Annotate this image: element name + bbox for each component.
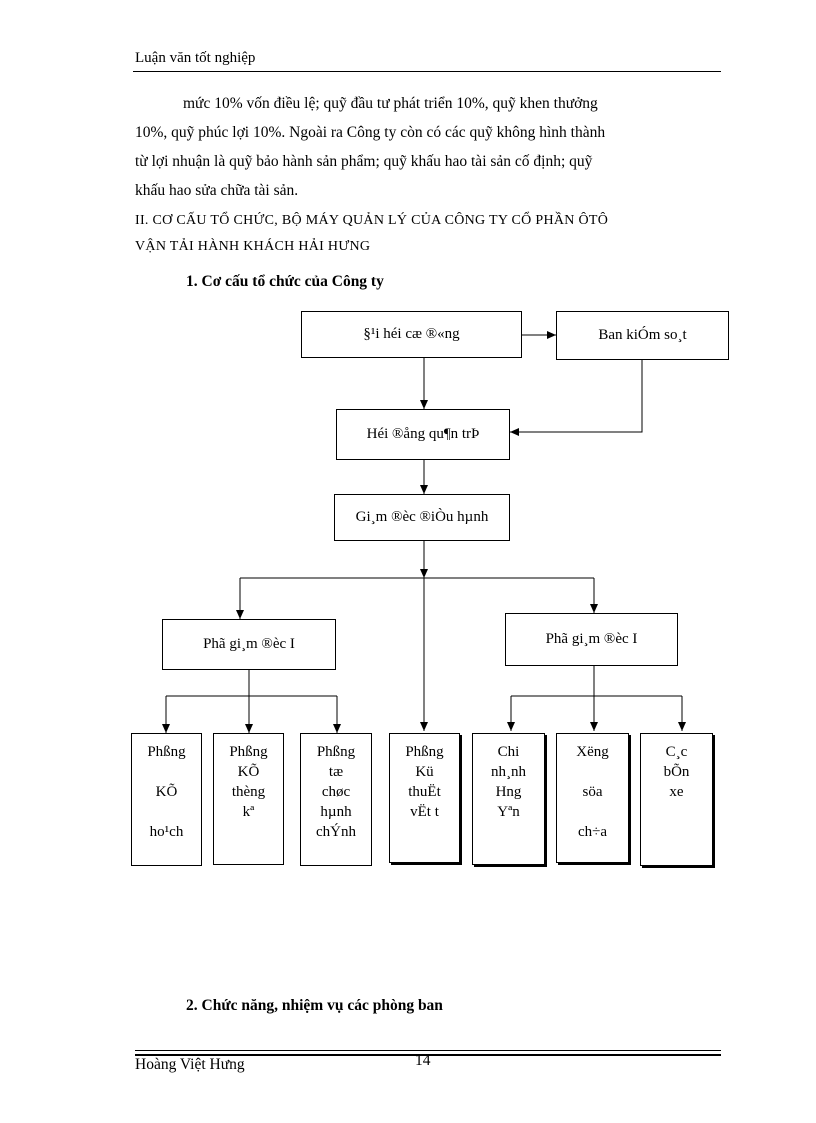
subheading-functions: 2. Chức năng, nhiệm vụ các phòng ban xyxy=(186,997,443,1014)
box-dept-accounting: Phßng KÕ thèng kª xyxy=(213,733,284,865)
box-dept-admin: Phßng tæ chøc hµnh chÝnh xyxy=(300,733,372,866)
box-repair-shop: Xëng söa ch÷a xyxy=(556,733,629,863)
box-audit-board: Ban kiÓm so¸t xyxy=(556,311,729,360)
box-dept-planning: Phßng KÕ ho¹ch xyxy=(131,733,202,866)
box-management-board: Héi ®ång qu¶n trÞ xyxy=(336,409,510,460)
section-heading-line: II. CƠ CẤU TỔ CHỨC, BỘ MÁY QUẢN LÝ CỦA C… xyxy=(135,213,609,228)
header-rule xyxy=(133,71,721,72)
paragraph-line: mức 10% vốn điều lệ; quỹ đầu tư phát tri… xyxy=(183,95,598,112)
footer-rule xyxy=(135,1050,721,1051)
box-deputy-director-left: Phã gi¸m ®èc I xyxy=(162,619,336,670)
page-number: 14 xyxy=(415,1052,431,1069)
paragraph-line: từ lợi nhuận là quỹ bảo hành sản phẩm; q… xyxy=(135,153,593,170)
arrow-audit-to-board xyxy=(510,360,643,436)
running-header-title: Luận văn tốt nghiệp xyxy=(135,50,256,66)
footer-rule-thick xyxy=(135,1054,721,1056)
box-dept-technical: Phßng Kü thuËt vËt t xyxy=(389,733,460,863)
box-bus-stations: C¸c bÕn xe xyxy=(640,733,713,866)
footer-author: Hoàng Việt Hưng xyxy=(135,1056,245,1073)
section-heading-line: VẬN TẢI HÀNH KHÁCH HẢI HƯNG xyxy=(135,239,371,254)
box-deputy-director-right: Phã gi¸m ®èc I xyxy=(505,613,678,666)
paragraph-line: khấu hao sửa chữa tài sản. xyxy=(135,182,299,199)
box-branch-hung-yen: Chi nh¸nh Hng Yªn xyxy=(472,733,545,865)
subheading-org-structure: 1. Cơ cấu tổ chức của Công ty xyxy=(186,273,384,290)
box-general-director: Gi¸m ®èc ®iÒu hµnh xyxy=(334,494,510,541)
paragraph-line: 10%, quỹ phúc lợi 10%. Ngoài ra Công ty … xyxy=(135,124,606,141)
box-shareholders-meeting: §¹i héi cæ ®«ng xyxy=(301,311,522,358)
